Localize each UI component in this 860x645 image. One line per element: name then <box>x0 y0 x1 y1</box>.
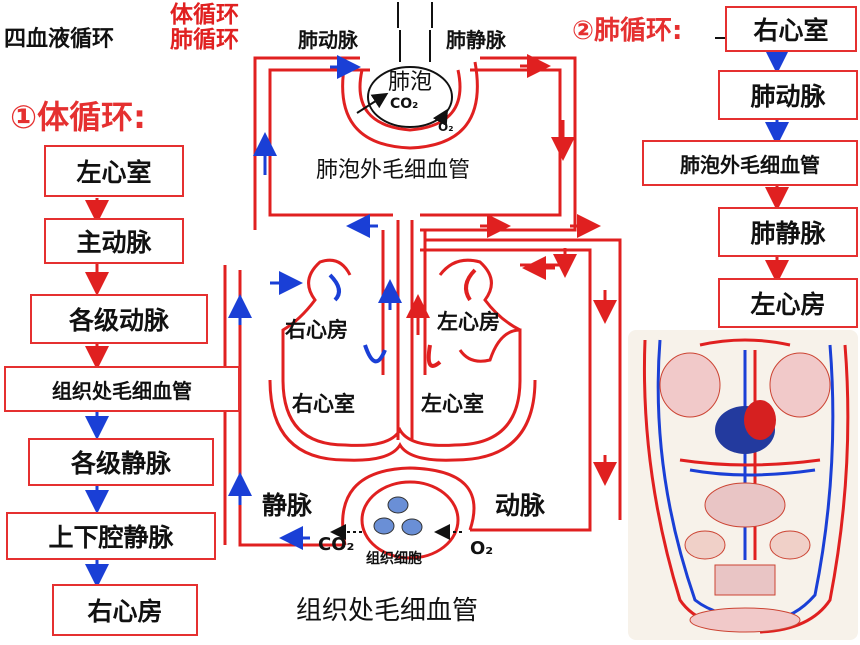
label-tissue-cell: 组织细胞 <box>366 551 422 567</box>
pulmonary-section-title: ②肺循环: <box>572 16 683 46</box>
pulmonary-step-pulmonary-artery: 肺动脉 <box>718 70 858 120</box>
systemic-step-left-ventricle: 左心室 <box>44 145 184 197</box>
pulmonary-step-right-ventricle: 右心室 <box>725 6 857 52</box>
pulmonary-step-pulmonary-vein: 肺静脉 <box>718 207 858 257</box>
systemic-step-veins: 各级静脉 <box>28 438 214 486</box>
systemic-step-right-atrium: 右心房 <box>52 584 198 636</box>
flow-arrows <box>228 54 617 550</box>
label-tissue-o2: O₂ <box>470 538 494 559</box>
label-tissue-co2: CO₂ <box>318 534 355 555</box>
label-left-ventricle: 左心室 <box>421 392 484 416</box>
pulmonary-step-alveolar-capillaries: 肺泡外毛细血管 <box>642 140 858 186</box>
systemic-step-aorta: 主动脉 <box>44 218 184 264</box>
label-left-atrium: 左心房 <box>437 310 500 334</box>
page-title: 四血液循环 <box>4 27 115 52</box>
label-right-ventricle: 右心室 <box>292 392 355 416</box>
label-pulmonary-vein: 肺静脉 <box>446 28 506 52</box>
alveolus-shape <box>367 66 453 128</box>
systemic-section-title: ①体循环: <box>10 98 146 136</box>
label-alveolus-o2: O₂ <box>438 120 454 134</box>
systemic-overlay-label: 体循环 <box>170 2 239 28</box>
pulmonary-step-left-atrium: 左心房 <box>718 278 858 328</box>
label-right-atrium: 右心房 <box>285 318 348 342</box>
label-pulmonary-artery: 肺动脉 <box>298 28 358 52</box>
label-vein: 静脉 <box>262 491 313 520</box>
label-artery: 动脉 <box>495 491 546 520</box>
systemic-step-tissue-capillaries: 组织处毛细血管 <box>4 366 240 412</box>
label-alveolus-co2: CO₂ <box>390 96 419 112</box>
label-tissue-capillary: 组织处毛细血管 <box>296 596 479 626</box>
label-alveolar-capillary: 肺泡外毛细血管 <box>316 158 471 183</box>
label-alveolus: 肺泡 <box>388 70 433 95</box>
pulmonary-overlay-label: 肺循环 <box>170 27 239 53</box>
body-illustration <box>628 330 858 640</box>
systemic-step-vena-cava: 上下腔静脉 <box>6 512 216 560</box>
systemic-step-arteries: 各级动脉 <box>30 294 208 344</box>
tissue-capillary-shape <box>341 466 476 560</box>
